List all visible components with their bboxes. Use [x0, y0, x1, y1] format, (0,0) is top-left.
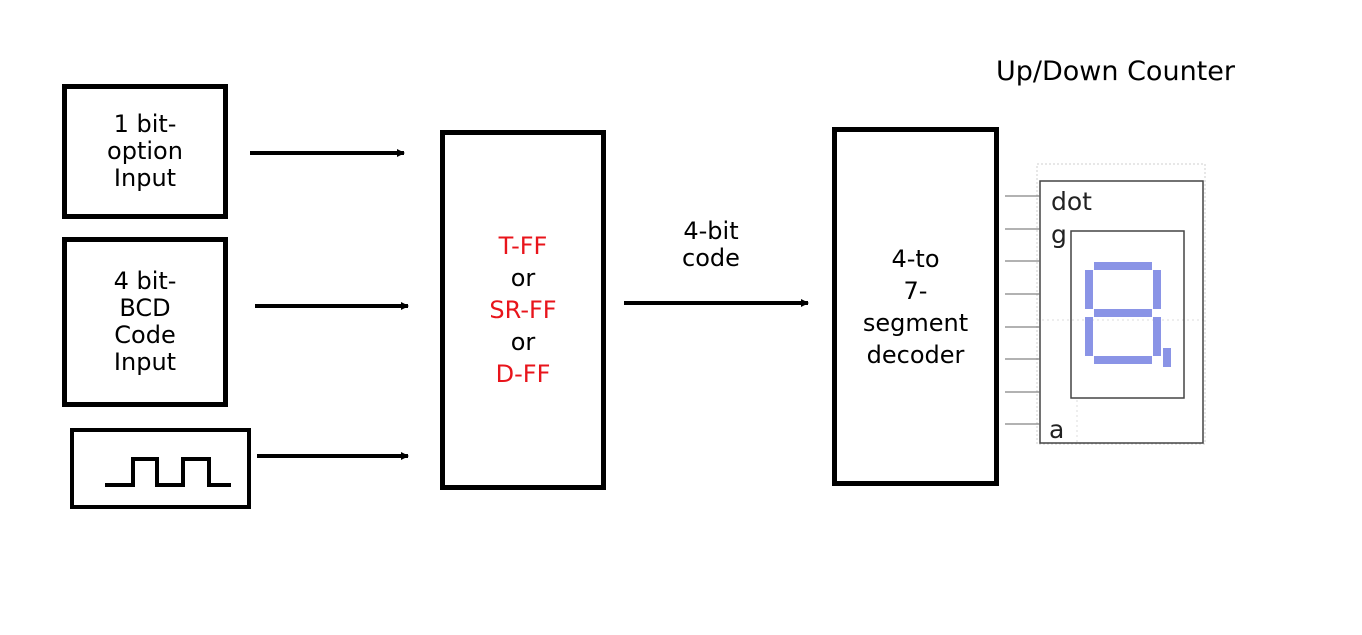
- seven-segment-display: dot g a: [1005, 163, 1206, 445]
- decoder-line-2: 7-: [903, 276, 928, 305]
- flipflop-option-t: T-FF: [498, 232, 548, 260]
- decoder-line-1: 4-to: [891, 244, 940, 273]
- pin-label-dot: dot: [1051, 187, 1092, 216]
- flipflop-separator-2: or: [510, 328, 536, 356]
- flipflop-block: T-FF or SR-FF or D-FF: [440, 130, 606, 490]
- diagram-title: Up/Down Counter: [996, 56, 1235, 87]
- option-input-line-2: option: [107, 137, 183, 165]
- decoder-line-4: decoder: [866, 340, 965, 369]
- option-input-block: 1 bit- option Input: [62, 84, 228, 219]
- bcd-input-line-1: 4 bit-: [113, 267, 177, 295]
- pin-label-a: a: [1049, 415, 1064, 444]
- bcd-input-line-2: BCD: [119, 294, 171, 322]
- pin-label-g: g: [1051, 220, 1067, 249]
- bcd-input-block: 4 bit- BCD Code Input: [62, 237, 228, 407]
- bcd-input-line-4: Input: [113, 348, 177, 376]
- bus-label-line-2: code: [682, 244, 740, 272]
- square-wave-clock-icon: [104, 456, 231, 487]
- flipflop-option-sr: SR-FF: [489, 296, 557, 324]
- flipflop-separator-1: or: [510, 264, 536, 292]
- bcd-input-line-3: Code: [114, 321, 176, 349]
- lit-segments: [1085, 262, 1171, 367]
- decoder-line-3: segment: [862, 308, 969, 337]
- clock-input-block: [70, 428, 251, 509]
- bus-label-line-1: 4-bit: [683, 217, 739, 245]
- flipflop-option-d: D-FF: [495, 360, 551, 388]
- option-input-line-1: 1 bit-: [113, 110, 177, 138]
- decoder-block: 4-to 7- segment decoder: [832, 127, 999, 486]
- option-input-line-3: Input: [113, 164, 177, 192]
- bus-label: 4-bit code: [676, 218, 746, 272]
- pin-lines: [1005, 195, 1040, 425]
